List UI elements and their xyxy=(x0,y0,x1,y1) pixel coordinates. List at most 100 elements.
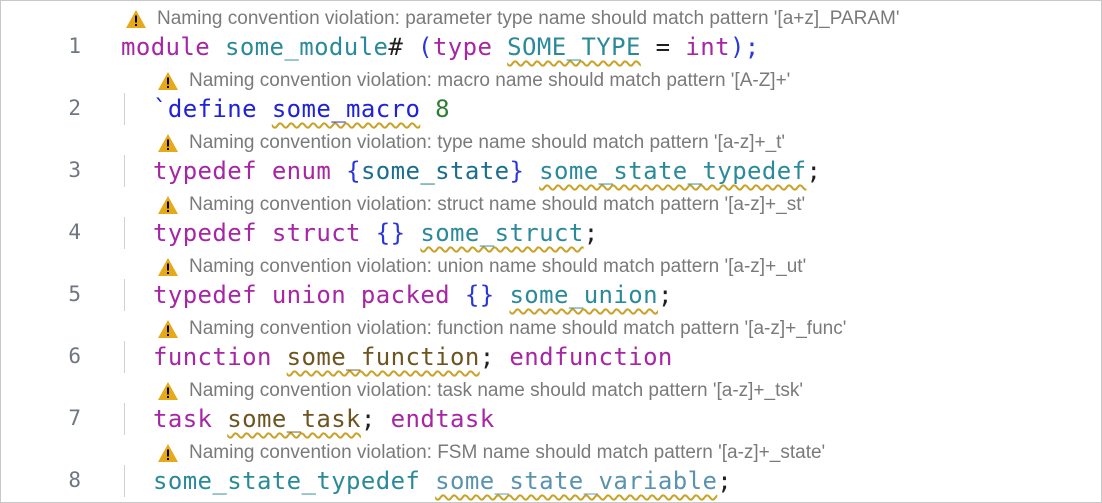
space-token xyxy=(257,281,272,309)
inline-hint: Naming convention violation: struct name… xyxy=(157,193,805,217)
hint-text: Naming convention violation: struct name… xyxy=(189,194,806,215)
code-line-7[interactable]: 7 task some_task; endtask xyxy=(1,403,1101,435)
line-number: 2 xyxy=(68,96,81,120)
line-number: 1 xyxy=(68,34,81,58)
flagged-identifier[interactable]: some_macro xyxy=(271,95,421,123)
identifier-token: some_state xyxy=(360,157,510,185)
directive-token: `define xyxy=(153,95,257,123)
code-line-8[interactable]: 8 some_state_typedef some_state_variable… xyxy=(1,465,1101,497)
space-token xyxy=(361,219,376,247)
keyword-token: typedef xyxy=(153,219,257,247)
code-text[interactable]: task some_task; endtask xyxy=(153,405,495,433)
punctuation-token: { xyxy=(346,157,361,185)
hint-text: Naming convention violation: macro name … xyxy=(189,70,791,91)
space-token xyxy=(420,467,435,495)
warning-triangle-icon xyxy=(158,196,178,214)
number-token: 8 xyxy=(435,95,451,123)
space-token xyxy=(403,33,418,61)
warning-triangle-icon xyxy=(158,134,178,152)
punctuation-token: ); xyxy=(729,33,760,61)
inline-hint: Naming convention violation: FSM name sh… xyxy=(157,441,825,465)
punctuation-token: {} xyxy=(375,219,406,247)
hint-text: Naming convention violation: task name s… xyxy=(189,380,803,401)
flagged-identifier[interactable]: some_task xyxy=(227,405,361,433)
code-text[interactable]: typedef struct {} some_struct; xyxy=(153,219,599,247)
code-text[interactable]: typedef enum {some_state} some_state_typ… xyxy=(153,157,821,185)
code-line-4[interactable]: 4 typedef struct {} some_struct; xyxy=(1,217,1101,249)
code-text[interactable]: function some_function; endfunction xyxy=(153,343,673,371)
code-block-7: Naming convention violation: task name s… xyxy=(1,373,1101,435)
keyword-token: int xyxy=(685,33,730,61)
code-line-6[interactable]: 6 function some_function; endfunction xyxy=(1,341,1101,373)
flagged-identifier[interactable]: some_struct xyxy=(420,219,584,247)
indent-guide xyxy=(124,403,125,435)
indent-guide xyxy=(124,279,125,311)
hint-text: Naming convention violation: type name s… xyxy=(189,132,786,153)
code-line-1[interactable]: 1 module some_module# (type SOME_TYPE = … xyxy=(1,31,1101,63)
warning-triangle-icon xyxy=(126,10,146,28)
inline-hint: Naming convention violation: function na… xyxy=(157,317,846,341)
space-token xyxy=(212,405,227,433)
code-block-3: Naming convention violation: type name s… xyxy=(1,125,1101,187)
indent-guide xyxy=(124,217,125,249)
inline-hint: Naming convention violation: union name … xyxy=(157,255,806,279)
keyword-token: module xyxy=(121,33,211,61)
code-line-2[interactable]: 2 `define some_macro 8 xyxy=(1,93,1101,125)
warning-triangle-icon xyxy=(158,444,178,462)
space-token xyxy=(257,95,272,123)
inline-hint: Naming convention violation: task name s… xyxy=(157,379,803,403)
inline-hint: Naming convention violation: parameter t… xyxy=(125,7,899,31)
space-token xyxy=(405,219,420,247)
punctuation-token: ; xyxy=(479,343,495,371)
keyword-token: packed xyxy=(360,281,451,309)
code-text[interactable]: some_state_typedef some_state_variable; xyxy=(153,467,732,495)
warning-triangle-icon xyxy=(158,382,178,400)
line-number: 6 xyxy=(68,344,81,368)
space-token xyxy=(210,33,225,61)
punctuation-token: ; xyxy=(583,219,599,247)
punctuation-token: ; xyxy=(360,405,376,433)
flagged-identifier[interactable]: SOME_TYPE xyxy=(507,33,641,61)
flagged-identifier[interactable]: some_function xyxy=(286,343,480,371)
keyword-token: typedef xyxy=(153,281,257,309)
code-block-8: Naming convention violation: FSM name sh… xyxy=(1,435,1101,497)
code-line-5[interactable]: 5 typedef union packed {} some_union; xyxy=(1,279,1101,311)
hint-text: Naming convention violation: parameter t… xyxy=(157,8,900,29)
code-block-1: Naming convention violation: parameter t… xyxy=(1,1,1101,63)
inline-hint: Naming convention violation: type name s… xyxy=(157,131,785,155)
keyword-token: endtask xyxy=(390,405,495,433)
space-token xyxy=(450,281,465,309)
code-block-6: Naming convention violation: function na… xyxy=(1,311,1101,373)
space-token xyxy=(331,157,346,185)
warning-triangle-icon xyxy=(158,320,178,338)
keyword-token: struct xyxy=(271,219,361,247)
punctuation-token: ; xyxy=(717,467,733,495)
code-line-3[interactable]: 3 typedef enum {some_state} some_state_t… xyxy=(1,155,1101,187)
line-number: 7 xyxy=(68,406,81,430)
line-number: 5 xyxy=(68,282,81,306)
indent-guide xyxy=(124,155,125,187)
line-number: 4 xyxy=(68,220,81,244)
space-token xyxy=(495,343,510,371)
indent-guide xyxy=(124,93,125,125)
punctuation-token: ; xyxy=(657,281,673,309)
code-text[interactable]: typedef union packed {} some_union; xyxy=(153,281,673,309)
code-text[interactable]: module some_module# (type SOME_TYPE = in… xyxy=(121,33,760,61)
keyword-token: function xyxy=(153,343,272,371)
code-text[interactable]: `define some_macro 8 xyxy=(153,95,450,123)
keyword-token: enum xyxy=(271,157,332,185)
warning-triangle-icon xyxy=(158,258,178,276)
space-token xyxy=(376,405,391,433)
code-block-5: Naming convention violation: union name … xyxy=(1,249,1101,311)
flagged-identifier[interactable]: some_state_typedef xyxy=(539,157,807,185)
space-token xyxy=(346,281,361,309)
flagged-identifier[interactable]: some_union xyxy=(509,281,658,309)
code-block-2: Naming convention violation: macro name … xyxy=(1,63,1101,125)
code-block-4: Naming convention violation: struct name… xyxy=(1,187,1101,249)
warning-triangle-icon xyxy=(158,72,178,90)
identifier-token: some_module xyxy=(224,33,389,61)
flagged-identifier[interactable]: some_state_variable xyxy=(435,467,718,495)
space-token xyxy=(524,157,539,185)
line-number: 3 xyxy=(68,158,81,182)
